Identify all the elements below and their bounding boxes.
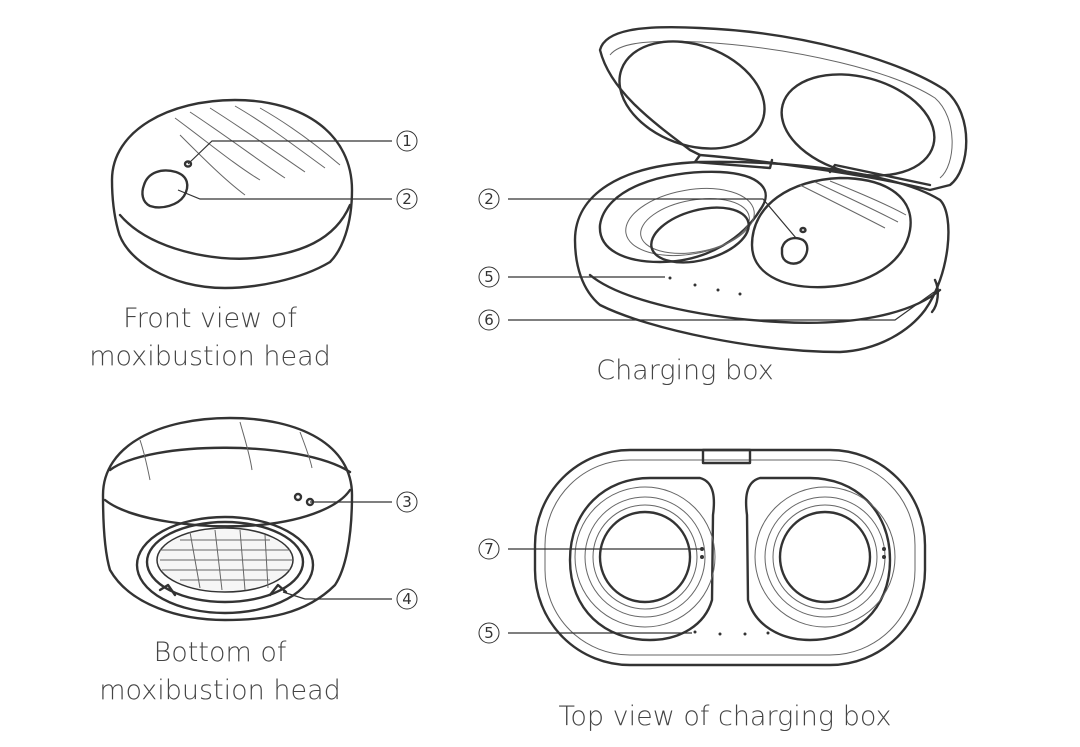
svg-text:2: 2 [484,190,494,208]
charging-box-open [573,25,968,354]
power-button [141,169,189,209]
svg-text:2: 2 [402,190,412,208]
callout-numbers: 1 2 2 5 6 3 4 7 [396,130,500,644]
charging-contact [293,492,303,502]
callout-7: 7 [478,538,500,560]
caption-top-view: Top view of charging box [558,701,892,732]
mesh-pattern [160,529,292,591]
bottom-moxibustion-head [101,416,354,622]
callout-4: 4 [396,588,418,610]
charging-pin [882,555,886,559]
top-view-charging-box [533,448,927,667]
svg-text:3: 3 [402,493,412,511]
front-view-moxibustion-head [110,98,354,290]
charging-port [930,278,940,314]
caption-bottom-line2: moxibustion head [99,675,341,706]
callout-2-front: 2 [396,188,418,210]
caption-bottom: Bottom of moxibustion head [90,634,350,710]
callout-5-box: 5 [478,266,500,288]
charging-pin [700,555,704,559]
leader-lines [177,140,935,634]
caption-bottom-line1: Bottom of [153,637,287,668]
svg-text:7: 7 [484,540,494,558]
svg-text:6: 6 [484,311,494,329]
charging-pin [882,547,886,551]
charging-pin [700,547,704,551]
callout-1: 1 [396,130,418,152]
indicator-light [183,160,193,168]
caption-front-view-line1: Front view of [123,303,297,334]
power-button [780,236,809,265]
caption-front-view-line2: moxibustion head [89,341,331,372]
svg-text:5: 5 [484,624,494,642]
caption-charging-box: Charging box [596,355,774,386]
caption-front-view: Front view of moxibustion head [80,300,340,376]
svg-text:1: 1 [402,132,412,150]
svg-text:4: 4 [402,590,412,608]
callout-5-top: 5 [478,622,500,644]
callout-6: 6 [478,309,500,331]
callout-3: 3 [396,491,418,513]
indicator-light [799,226,807,234]
callout-2-box: 2 [478,188,500,210]
svg-text:5: 5 [484,268,494,286]
